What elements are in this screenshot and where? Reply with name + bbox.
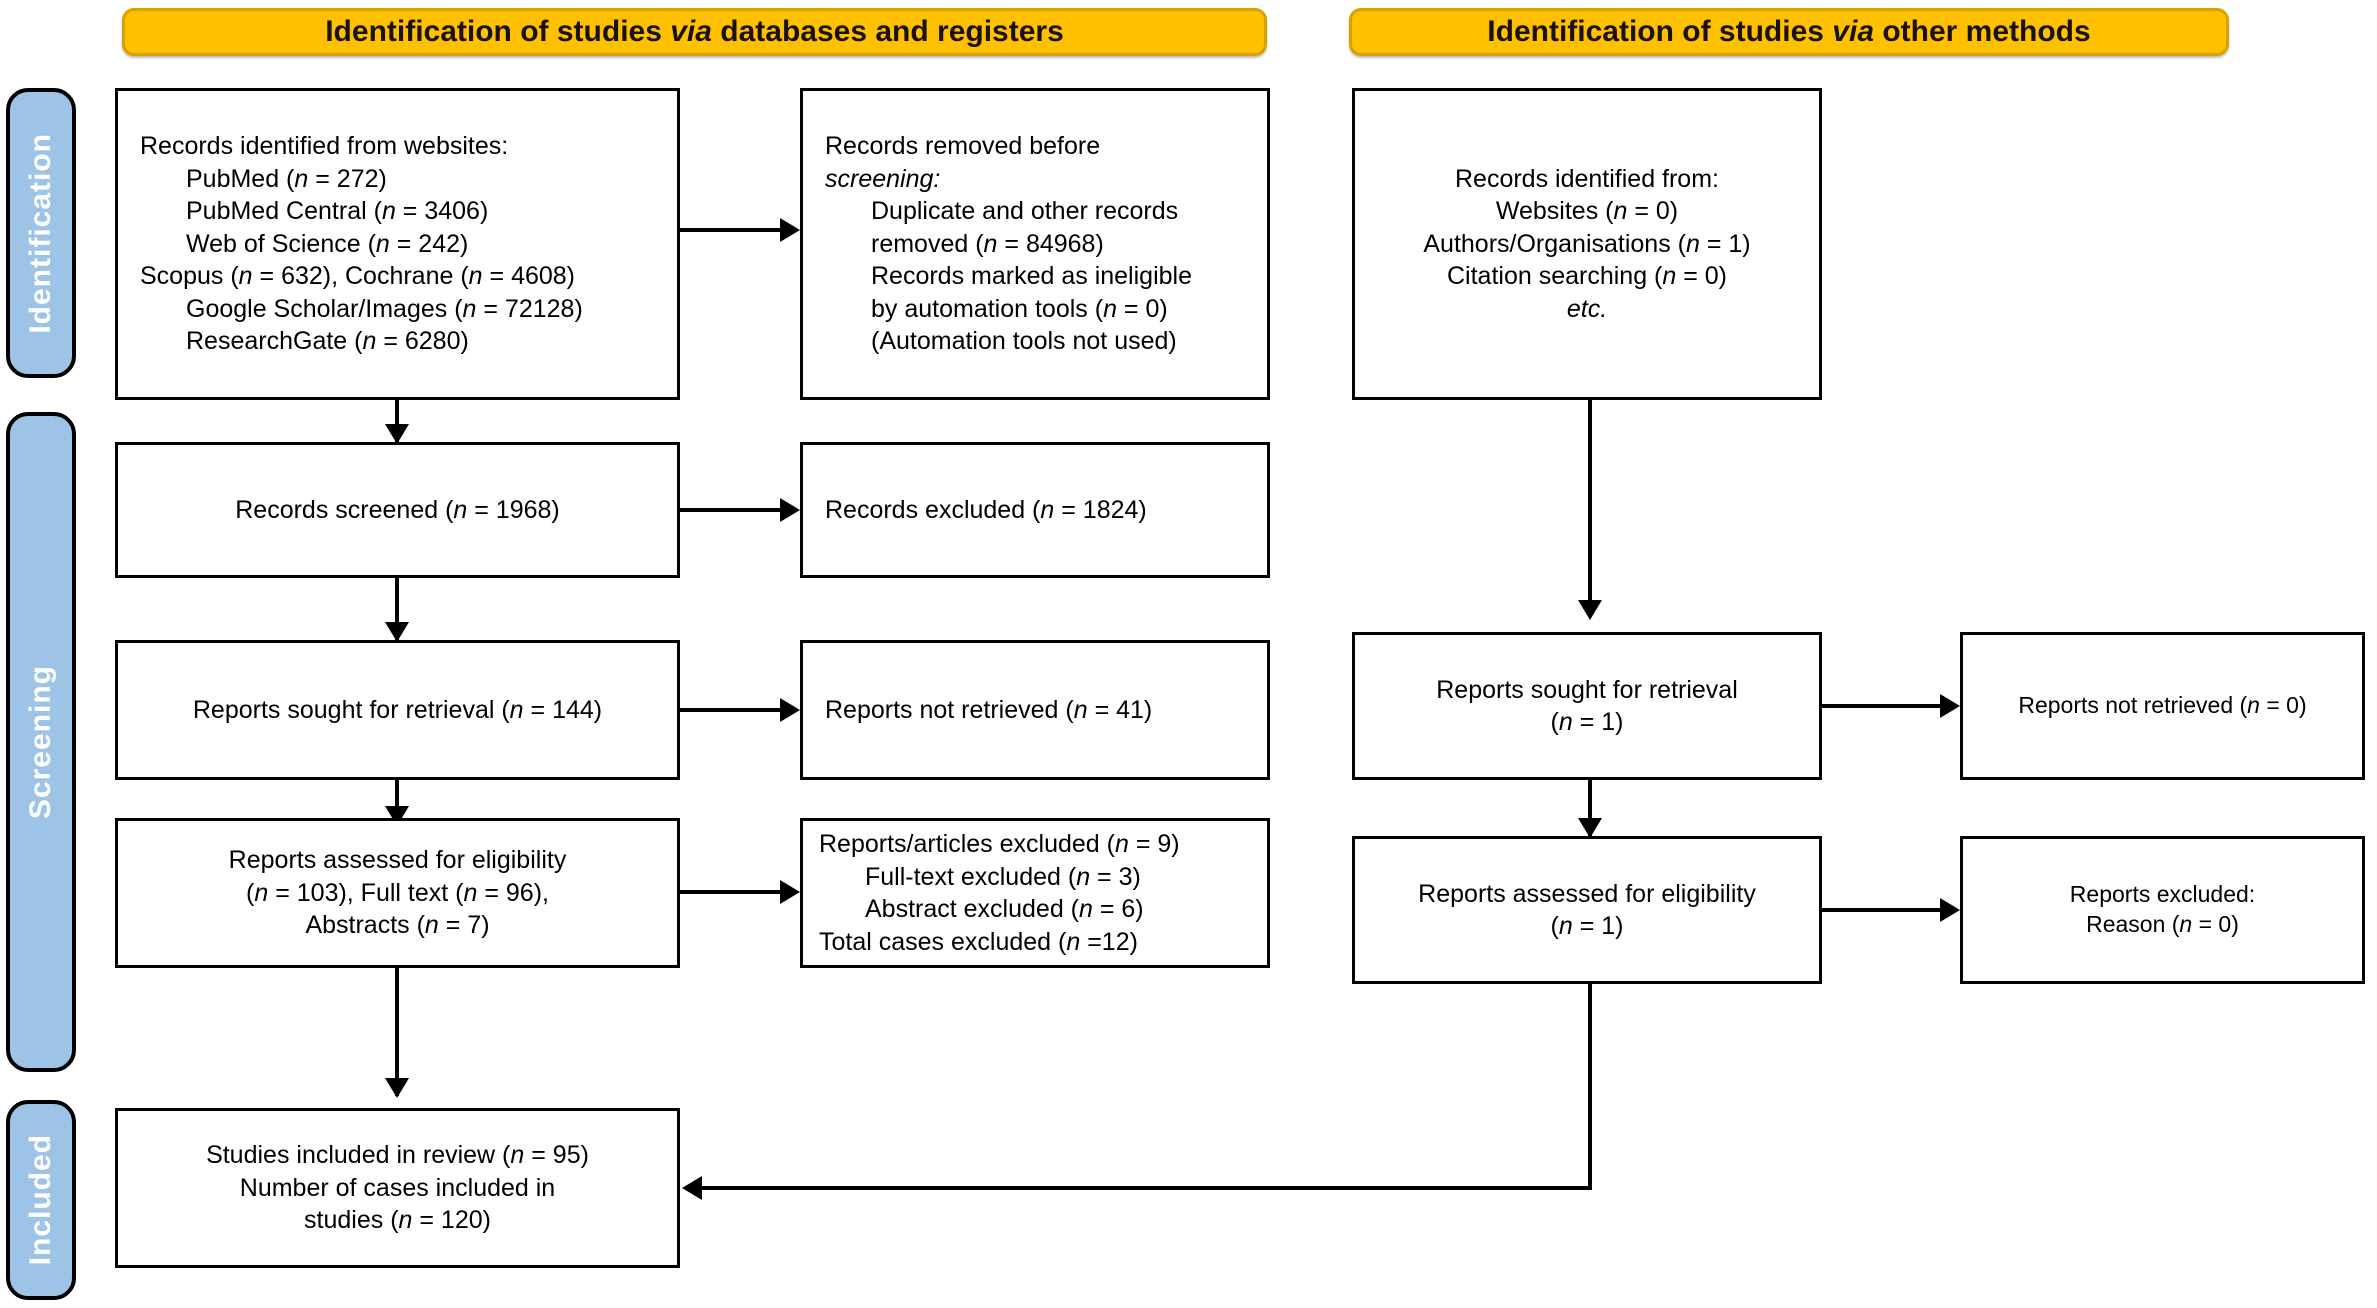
connector-other-assessed-down (1588, 984, 1592, 1188)
other-reports-excluded-line-1: Reason (n = 0) (2086, 911, 2239, 937)
connector-assessed-to-included (395, 968, 399, 1096)
box-records-identified: Records identified from websites: PubMed… (115, 88, 680, 400)
reports-excluded-detail-line-1: Full-text excluded (n = 3) (865, 862, 1141, 891)
arrow-other-assessed-to-excluded (1940, 898, 1960, 922)
records-identified-line-4: Scopus (n = 632), Cochrane (n = 4608) (140, 262, 576, 291)
records-identified-line-2: PubMed Central (n = 3406) (186, 197, 489, 226)
other-records-identified-line-4: etc. (1566, 294, 1608, 323)
connector-other-sought-to-not-retrieved (1822, 704, 1956, 708)
banner-other-text: Identification of studies via other meth… (1487, 15, 2091, 48)
reports-excluded-detail-line-0: Reports/articles excluded (n = 9) (819, 830, 1180, 858)
connector-sought-to-not-retrieved (680, 708, 796, 712)
reports-excluded-detail-line-2: Abstract excluded (n = 6) (865, 895, 1144, 923)
other-records-identified-line-1: Websites (n = 0) (1495, 197, 1679, 226)
arrow-other-to-included (682, 1176, 702, 1200)
reports-assessed-line-2: Abstracts (n = 7) (305, 911, 490, 940)
stage-included-label: Included (24, 1134, 57, 1266)
records-removed-line-2: Duplicate and other records (871, 197, 1179, 226)
reports-assessed-line-0: Reports assessed for eligibility (228, 846, 567, 875)
box-other-reports-excluded: Reports excluded: Reason (n = 0) (1960, 836, 2365, 984)
box-studies-included: Studies included in review (n = 95) Numb… (115, 1108, 680, 1268)
banner-databases-and-registers: Identification of studies via databases … (122, 8, 1267, 56)
arrow-other-sought-to-not-retrieved (1940, 694, 1960, 718)
studies-included-line-0: Studies included in review (n = 95) (206, 1141, 589, 1170)
box-reports-not-retrieved: Reports not retrieved (n = 41) (800, 640, 1270, 780)
box-other-reports-not-retrieved: Reports not retrieved (n = 0) (1960, 632, 2365, 780)
records-removed-line-4: Records marked as ineligible (871, 262, 1192, 291)
stage-screening-label: Screening (24, 664, 57, 820)
other-reports-sought-line-0: Reports sought for retrieval (1436, 675, 1738, 704)
records-identified-line-1: PubMed (n = 272) (186, 164, 387, 193)
arrow-screened-to-sought (385, 622, 409, 642)
arrow-other-identified-to-sought (1578, 600, 1602, 620)
records-identified-line-0: Records identified from websites: (140, 132, 509, 161)
arrow-assessed-to-excluded (780, 880, 800, 904)
studies-included-line-1: Number of cases included in (239, 1173, 556, 1202)
connector-screened-to-sought (395, 578, 399, 640)
banner-databases-text: Identification of studies via databases … (325, 15, 1064, 48)
other-reports-not-retrieved-line-0: Reports not retrieved (n = 0) (2018, 692, 2307, 719)
box-other-records-identified: Records identified from: Websites (n = 0… (1352, 88, 1822, 400)
other-records-identified-line-0: Records identified from: (1454, 164, 1719, 193)
other-reports-assessed-line-1: (n = 1) (1550, 912, 1624, 940)
box-reports-assessed: Reports assessed for eligibility (n = 10… (115, 818, 680, 968)
other-records-identified-line-2: Authors/Organisations (n = 1) (1423, 229, 1751, 258)
records-removed-line-3: removed (n = 84968) (871, 229, 1104, 258)
box-reports-excluded-detail: Reports/articles excluded (n = 9) Full-t… (800, 818, 1270, 968)
stage-screening: Screening (6, 412, 76, 1072)
connector-other-assessed-to-excluded (1822, 908, 1956, 912)
records-removed-line-5: by automation tools (n = 0) (871, 294, 1168, 323)
arrow-identified-to-screened (385, 424, 409, 444)
records-screened-line-0: Records screened (n = 1968) (235, 495, 560, 524)
reports-not-retrieved-line-0: Reports not retrieved (n = 41) (825, 695, 1153, 724)
box-records-removed: Records removed before screening: Duplic… (800, 88, 1270, 400)
connector-other-to-included (700, 1186, 1592, 1190)
arrow-screened-to-excluded (780, 498, 800, 522)
stage-identification: Identification (6, 88, 76, 378)
records-excluded-line-0: Records excluded (n = 1824) (825, 495, 1147, 524)
records-removed-line-6: (Automation tools not used) (871, 327, 1177, 356)
box-other-reports-assessed: Reports assessed for eligibility (n = 1) (1352, 836, 1822, 984)
connector-other-identified-to-sought (1588, 400, 1592, 616)
stage-included: Included (6, 1100, 76, 1300)
box-other-reports-sought: Reports sought for retrieval (n = 1) (1352, 632, 1822, 780)
box-records-screened: Records screened (n = 1968) (115, 442, 680, 578)
records-identified-line-3: Web of Science (n = 242) (186, 229, 469, 258)
arrow-identified-to-removed (780, 218, 800, 242)
connector-identified-to-removed (680, 228, 796, 232)
arrow-sought-to-not-retrieved (780, 698, 800, 722)
box-records-excluded: Records excluded (n = 1824) (800, 442, 1270, 578)
reports-assessed-line-1: (n = 103), Full text (n = 96), (246, 878, 549, 907)
records-removed-line-0: Records removed before (825, 132, 1101, 161)
stage-identification-label: Identification (24, 132, 57, 334)
connector-screened-to-excluded (680, 508, 796, 512)
box-reports-sought: Reports sought for retrieval (n = 144) (115, 640, 680, 780)
records-identified-line-6: ResearchGate (n = 6280) (186, 327, 469, 356)
arrow-other-sought-to-assessed (1578, 818, 1602, 838)
arrow-assessed-to-included (385, 1078, 409, 1098)
connector-identified-to-screened (395, 400, 399, 442)
records-identified-line-5: Google Scholar/Images (n = 72128) (186, 294, 583, 323)
connector-assessed-to-excluded (680, 890, 796, 894)
other-reports-assessed-line-0: Reports assessed for eligibility (1418, 879, 1756, 908)
connector-sought-to-assessed (395, 780, 399, 824)
other-records-identified-line-3: Citation searching (n = 0) (1446, 262, 1728, 291)
banner-other-methods: Identification of studies via other meth… (1349, 8, 2229, 56)
records-removed-line-1: screening: (825, 164, 941, 193)
other-reports-sought-line-1: (n = 1) (1550, 708, 1624, 736)
connector-other-sought-to-assessed (1588, 780, 1592, 836)
reports-sought-line-0: Reports sought for retrieval (n = 144) (192, 695, 603, 724)
other-reports-excluded-line-0: Reports excluded: (2069, 881, 2256, 908)
studies-included-line-2: studies (n = 120) (304, 1206, 491, 1235)
reports-excluded-detail-line-3: Total cases excluded (n =12) (819, 927, 1138, 956)
